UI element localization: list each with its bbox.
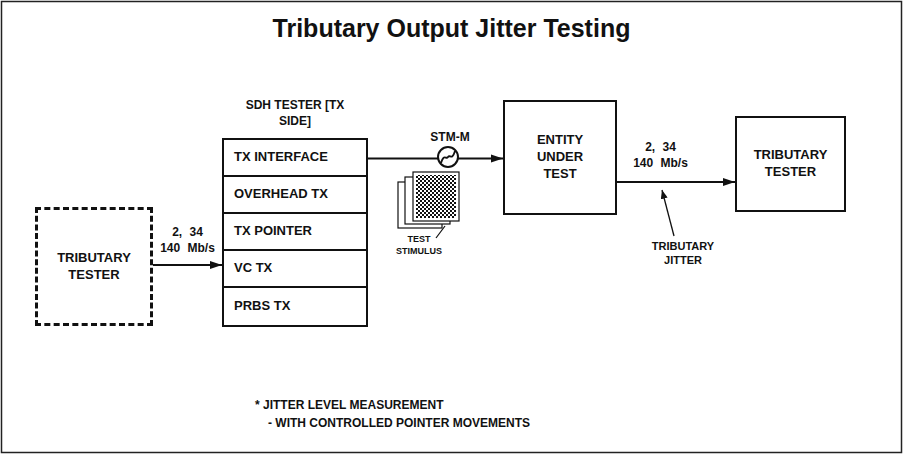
tester-layer: PRBS TX [224, 288, 366, 325]
signal-label: 2, 34 140 Mb/s [159, 225, 216, 256]
tester-box: TRIBUTARY TESTER [735, 116, 846, 212]
box-label: OVERHEAD TX [234, 186, 328, 203]
box-label: TRIBUTARY TESTER [48, 250, 140, 284]
box-label: TX INTERFACE [234, 149, 328, 166]
leader-line [436, 226, 445, 238]
signal-arrow [617, 181, 735, 183]
sdh-tester-box: SDH TESTER [TX SIDE]TX INTERFACEOVERHEAD… [222, 138, 368, 327]
box-label: PRBS TX [234, 298, 290, 315]
signal-label: STM-M [428, 130, 472, 146]
signal-label: 2, 34 140 Mb/s [632, 140, 689, 171]
callout-label: TRIBUTARY JITTER [642, 239, 724, 268]
box-label: TRIBUTARY TESTER [747, 147, 835, 181]
entity-box: ENTITY UNDER TEST [503, 100, 617, 215]
box-label: TX POINTER [234, 223, 312, 240]
tester-layer: TX POINTER [224, 214, 366, 251]
tester-layer: VC TX [224, 251, 366, 288]
note-text: * JITTER LEVEL MEASUREMENT [255, 398, 675, 414]
leader-arrow [662, 190, 674, 236]
jitter-symbol [438, 147, 458, 167]
box-heading: SDH TESTER [TX SIDE] [245, 98, 345, 129]
tester-layer: TX INTERFACE [224, 140, 366, 177]
signal-arrow [366, 158, 503, 160]
tester-box: TRIBUTARY TESTER [35, 207, 153, 326]
tester-layer: OVERHEAD TX [224, 177, 366, 214]
diagram-title: Tributary Output Jitter Testing [0, 14, 903, 43]
box-label: VC TX [234, 260, 272, 277]
box-label: ENTITY UNDER TEST [523, 132, 597, 183]
callout-label: TEST STIMULUS [392, 234, 446, 257]
test-stimulus-pages [398, 172, 459, 228]
signal-arrow [153, 264, 222, 266]
note-text: - WITH CONTROLLED POINTER MOVEMENTS [268, 416, 688, 432]
